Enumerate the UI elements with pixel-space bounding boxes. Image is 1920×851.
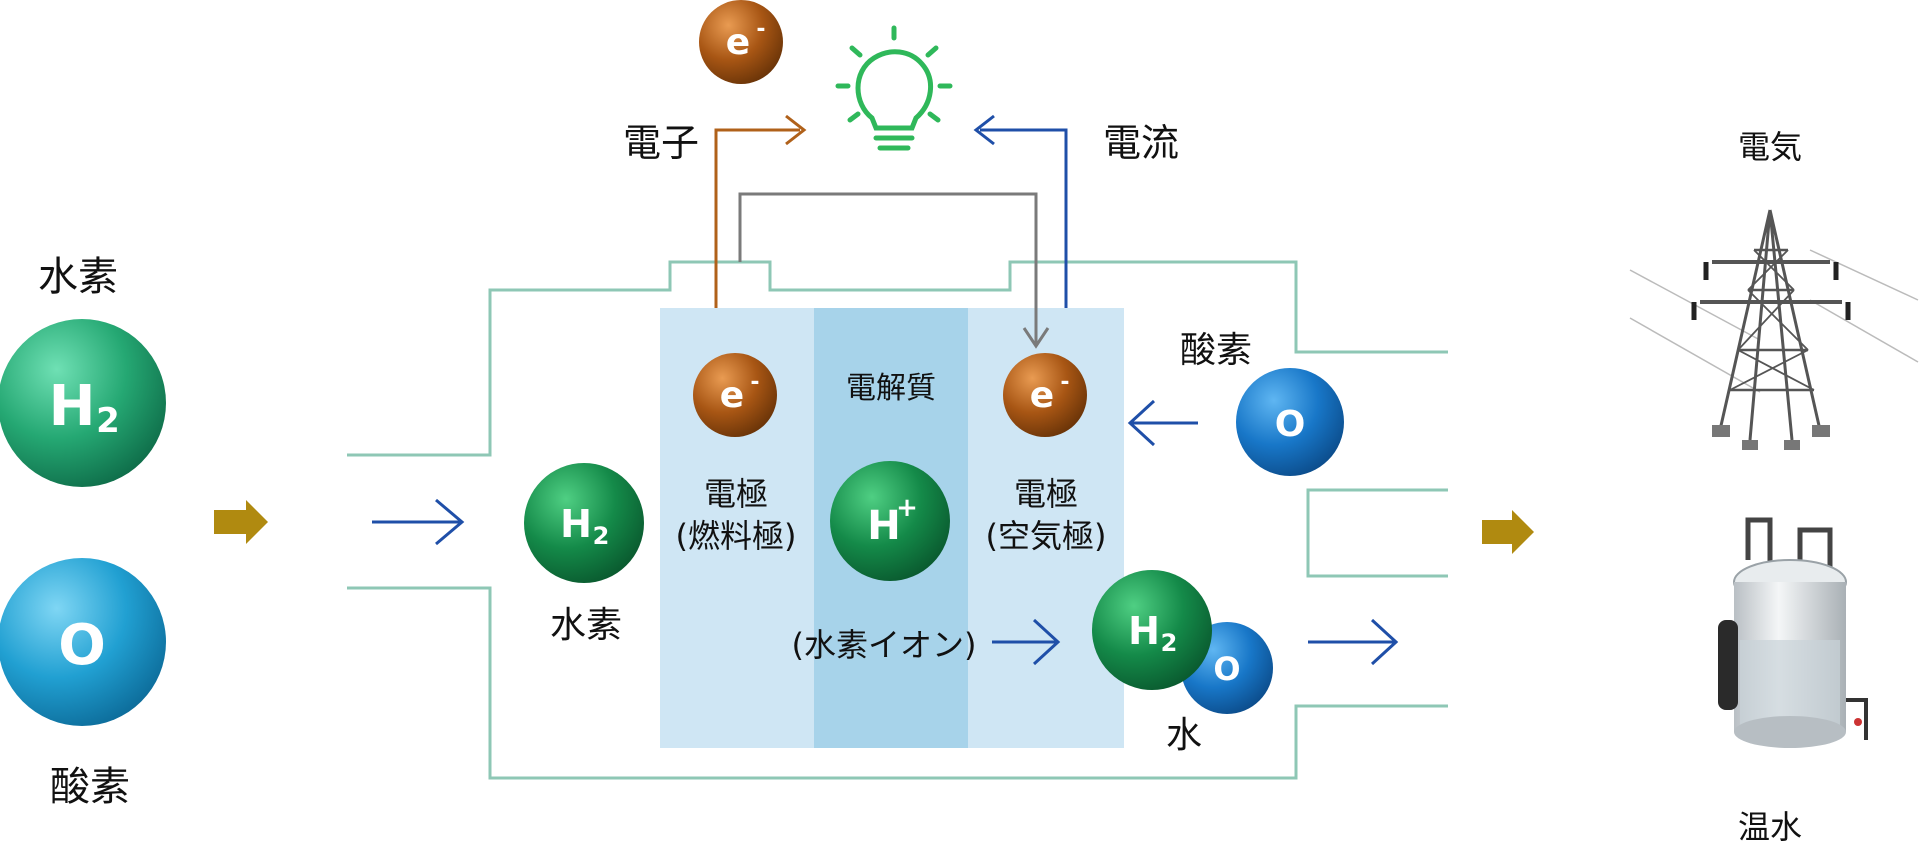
ion-flow-arrow-icon (992, 618, 1061, 666)
h-ion-superscript: + (896, 493, 918, 523)
o-symbol: O (58, 613, 106, 678)
h2-symbol: H (49, 374, 96, 439)
cathode-label-line2: (空気極) (986, 517, 1107, 555)
anode-label-line2: (燃料極) (676, 517, 797, 555)
current-arrow-icon (973, 114, 995, 146)
electron-symbol: e (720, 375, 744, 416)
cathode-label-line1: 電極 (1014, 475, 1078, 513)
process-arrow-icon (214, 500, 268, 544)
hydrogen-inflow-arrow-icon (372, 498, 465, 546)
cell-hydrogen-label: 水素 (550, 605, 622, 646)
hot-water-label: 温水 (1738, 808, 1802, 846)
hydrogen-ion: H + (830, 461, 950, 581)
cell-hydrogen-molecule: H 2 (524, 463, 644, 583)
housing-right-notch (1306, 488, 1448, 578)
electrolyte-label: 電解質 (846, 371, 936, 406)
electron-superscript: - (750, 370, 759, 395)
circuit-arrow-icon (1022, 327, 1050, 349)
h2-symbol: H (560, 502, 592, 546)
cell-oxygen-atom: O (1236, 368, 1344, 476)
electricity-label: 電気 (1738, 128, 1802, 166)
left-oxygen-molecule: O (0, 558, 166, 726)
power-tower-icon (1629, 209, 1919, 450)
circuit-wire (738, 192, 1038, 345)
water-molecule: O H 2 (1092, 570, 1273, 714)
water-outflow-arrow-icon (1308, 618, 1399, 666)
h2-subscript: 2 (593, 522, 610, 550)
current-wire (980, 128, 1068, 308)
cathode-electron: e - (1003, 353, 1087, 437)
left-hydrogen-label: 水素 (38, 254, 118, 300)
hydrogen-ion-label: (水素イオン) (792, 626, 977, 664)
electron-superscript: - (756, 17, 765, 42)
h2-subscript: 2 (1161, 629, 1178, 657)
water-label: 水 (1166, 715, 1202, 756)
h2-symbol: H (1128, 609, 1160, 653)
electron-arrow-icon (785, 114, 807, 146)
light-bulb-icon (835, 25, 953, 151)
cell-oxygen-label: 酸素 (1180, 330, 1252, 371)
electron-wire (714, 128, 800, 308)
h-ion-symbol: H (867, 503, 900, 549)
anode-electron: e - (693, 353, 777, 437)
current-label: 電流 (1103, 121, 1179, 165)
housing-bottom-outline (347, 586, 1448, 780)
h2-subscript: 2 (96, 401, 120, 441)
process-arrow-icon (1482, 510, 1534, 554)
top-electron: e - (699, 0, 783, 84)
o-symbol: O (1213, 650, 1240, 688)
anode-label-line1: 電極 (704, 475, 768, 513)
housing-top-outline (347, 260, 1448, 457)
o-symbol: O (1275, 404, 1306, 445)
electron-label: 電子 (623, 121, 699, 165)
water-tank-icon (1718, 517, 1868, 748)
left-hydrogen-molecule: H 2 (0, 319, 166, 487)
oxygen-inflow-arrow-icon (1127, 399, 1198, 447)
left-oxygen-label: 酸素 (50, 764, 130, 810)
electron-symbol: e (1030, 375, 1054, 416)
electron-superscript: - (1060, 370, 1069, 395)
electron-symbol: e (726, 22, 750, 63)
